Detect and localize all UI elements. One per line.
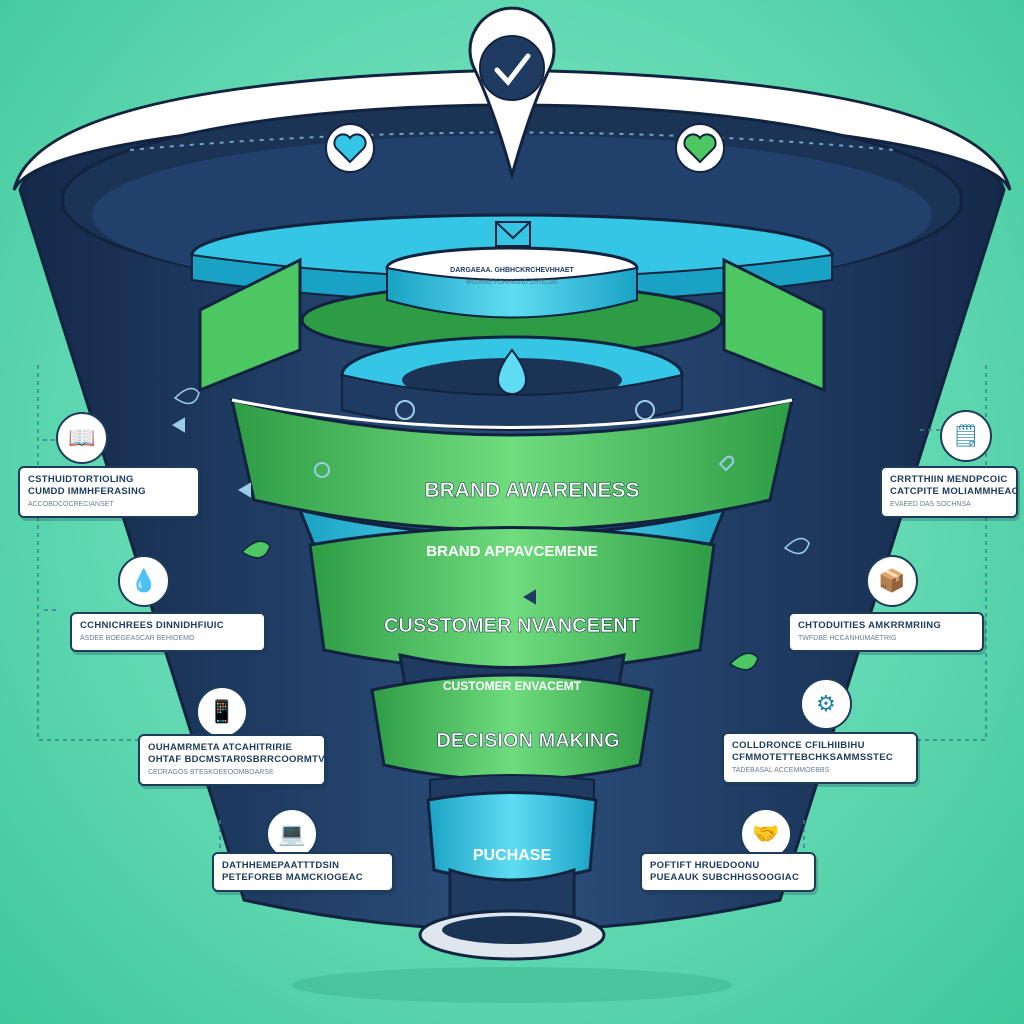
callout-right-3: COLLDRONCE CFILHIIBIHU CFMMOTETTEBCHKSAM…	[722, 732, 918, 784]
shopping-box-icon: 📦	[866, 555, 918, 607]
inner-rings	[190, 213, 834, 431]
label-brand-awareness: BRAND AWARENESS	[424, 479, 639, 502]
label-brand-advancement: BRAND APPAVCEMENE	[426, 543, 597, 560]
handshake-icon: 🤝	[740, 808, 792, 860]
decor-icons	[172, 400, 735, 605]
check-pin-icon	[468, 6, 556, 181]
callout-left-3-title2: OHTAF BDCMSTAR0SBRRCOORMTV	[148, 754, 325, 765]
funnel-spout	[292, 867, 732, 1003]
browser-icon: 🗒	[940, 410, 992, 462]
callout-left-2: CCHNICHREES DINNIDHFIUIC ASDEE BOEGEASCA…	[70, 612, 266, 652]
callout-left-2-subtitle: ASDEE BOEGEASCAR BEHIOEMO	[80, 635, 195, 642]
callout-right-4-title2: PUEAAUK SUBCHHGSOOGIAC	[650, 872, 800, 883]
phone-icon: 📱	[196, 686, 248, 738]
label-customer-advancement: CUSSTOMER NVANCEENT	[384, 615, 640, 637]
stage-band-brand-awareness	[230, 397, 794, 532]
callout-right-4-title: POFTIFT HRUEDOONU	[650, 860, 760, 871]
drop-icon	[496, 348, 528, 395]
envelope-icon	[495, 221, 531, 247]
callout-left-3: OUHAMRMETA ATCAHITRIRIE OHTAF BDCMSTAR0S…	[138, 734, 326, 786]
callout-left-3-title: OUHAMRMETA ATCAHITRIRIE	[148, 742, 293, 753]
callout-left-1-title: CSTHUIDTORTIOLING	[28, 474, 134, 485]
stage-band-purchase	[426, 774, 598, 882]
callout-left-4-title2: PETEFOREB MAMCKIOGEAC	[222, 872, 363, 883]
callout-left-1: CSTHUIDTORTIOLING CUMDD IMMHFERASING ACC…	[18, 466, 200, 518]
callout-right-2-subtitle: TWFDBE HCCANHUMAETRIG	[798, 635, 897, 642]
heart-icon-left	[325, 123, 375, 173]
gear-icon: ⚙	[800, 678, 852, 730]
callout-left-4-title: DATHHEMEPAATTTDSIN	[222, 860, 340, 871]
callout-right-1-subtitle: EVAEED DAS SOCHNSA	[890, 501, 971, 508]
label-purchase: PUCHASE	[473, 847, 552, 864]
top-panel-subtitle: WGVNAE PORPBAND CHTECBE	[466, 280, 558, 286]
heart-icon-right	[675, 123, 725, 173]
callout-right-3-subtitle: TADEBASAL ACCEMMOEBBS	[732, 767, 830, 774]
callout-right-3-title2: CFMMOTETTEBCHKSAMMSSTEC	[732, 752, 894, 763]
callout-left-1-subtitle: ACCOBDCOCRECIANSET	[28, 501, 114, 508]
callout-left-3-subtitle: CEDRAGOS BTESKOEEOOMBOARSE	[148, 769, 274, 776]
top-panel-title: DARGAEAA. GHBHCKRCHEVHHAET	[450, 267, 574, 274]
callout-left-2-title: CCHNICHREES DINNIDHFIUIC	[80, 620, 224, 631]
callout-left-1-title2: CUMDD IMMHFERASING	[28, 486, 146, 497]
laptop-icon: 💻	[266, 808, 318, 860]
callout-right-1-title: CRRTTHIIN MENDPCOIC	[890, 474, 1008, 485]
callout-right-3-title: COLLDRONCE CFILHIIBIHU	[732, 740, 865, 751]
callout-right-1: CRRTTHIIN MENDPCOIC CATCPITE MOLIAMMHEAC…	[880, 466, 1018, 518]
label-decision-making: DECISION MAKING	[436, 730, 619, 752]
label-customer-engagement: CUSTOMER ENVACEMT	[443, 679, 582, 693]
callout-right-4: POFTIFT HRUEDOONU PUEAAUK SUBCHHGSOOGIAC	[640, 852, 816, 892]
callout-left-4: DATHHEMEPAATTTDSIN PETEFOREB MAMCKIOGEAC	[212, 852, 394, 892]
callout-right-2: CHTODUITIES AMKRRMRIING TWFDBE HCCANHUMA…	[788, 612, 984, 652]
leaf-icons	[173, 387, 810, 671]
book-icon: 📖	[56, 412, 108, 464]
callout-right-2-title: CHTODUITIES AMKRRMRIING	[798, 620, 942, 631]
water-drop-icon: 💧	[118, 555, 170, 607]
callout-right-1-title2: CATCPITE MOLIAMMHEAC	[890, 486, 1019, 497]
stage-labels: BRAND AWARENESS BRAND APPAVCEMENE CUSSTO…	[384, 267, 640, 864]
